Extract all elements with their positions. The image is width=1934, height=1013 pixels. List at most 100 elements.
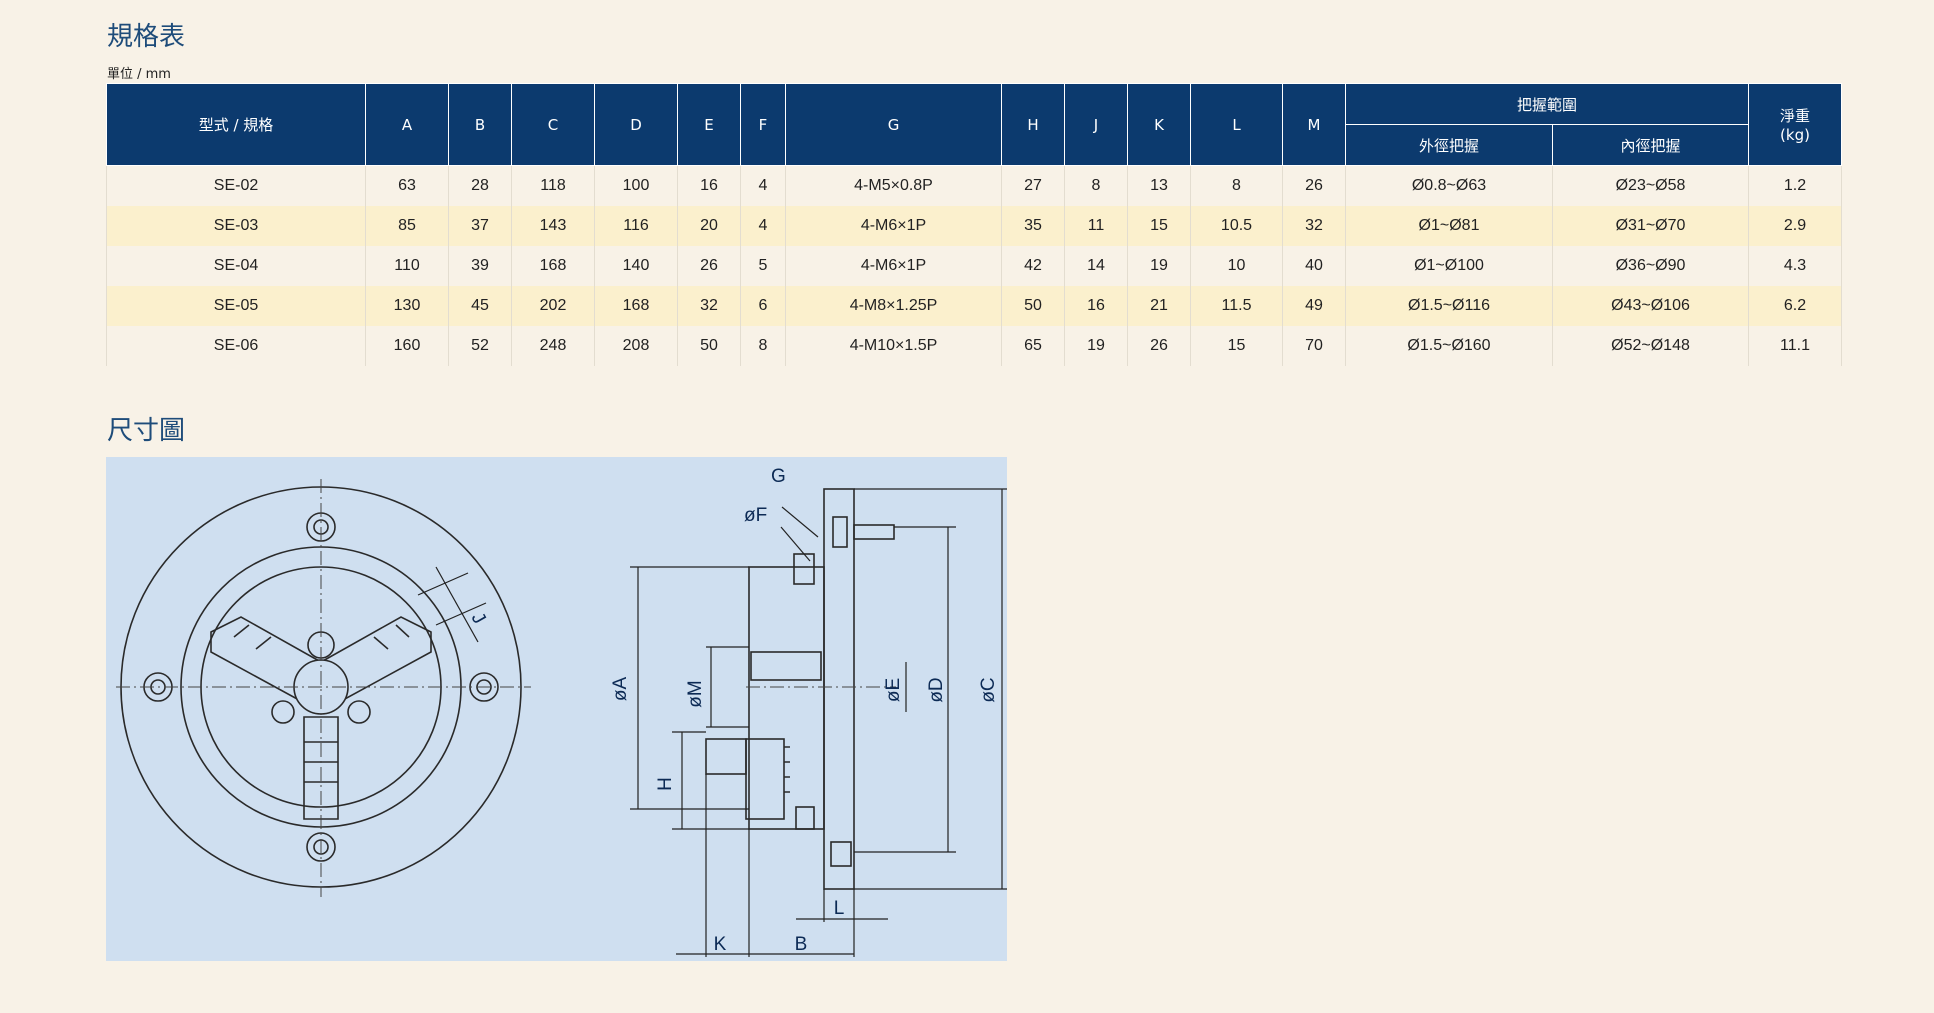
cell-B: 39	[448, 246, 512, 286]
cell-weight: 2.9	[1748, 206, 1843, 246]
cell-weight: 11.1	[1748, 326, 1843, 366]
cell-D: 140	[594, 246, 678, 286]
header-grip-range: 把握範圍	[1344, 83, 1750, 125]
cell-E: 50	[677, 326, 741, 366]
lower-bolt	[830, 841, 852, 867]
cell-A: 110	[365, 246, 449, 286]
cell-M: 26	[1282, 165, 1346, 206]
cell-H: 35	[1001, 206, 1065, 246]
label-J: J	[467, 609, 490, 628]
cell-K: 21	[1127, 286, 1191, 326]
dimension-drawing-title: 尺寸圖	[107, 416, 186, 446]
cell-B: 37	[448, 206, 512, 246]
cell-F: 8	[740, 326, 786, 366]
cell-model: SE-05	[106, 286, 366, 326]
cell-M: 32	[1282, 206, 1346, 246]
cell-C: 118	[511, 165, 595, 206]
cell-G: 4-M6×1P	[785, 206, 1002, 246]
cell-M: 49	[1282, 286, 1346, 326]
dim-J-line	[435, 566, 479, 643]
cell-outer-grip: Ø1.5~Ø116	[1345, 286, 1553, 326]
spec-table: 型式 / 規格 A B C D E F G H J K L M 把握範圍 淨重 …	[106, 83, 1843, 366]
cell-inner-grip: Ø52~Ø148	[1551, 326, 1750, 366]
cell-weight: 4.3	[1748, 246, 1843, 286]
cell-outer-grip: Ø0.8~Ø63	[1345, 165, 1553, 206]
header-outer-grip: 外徑把握	[1345, 124, 1553, 166]
cell-C: 143	[511, 206, 595, 246]
cell-outer-grip: Ø1~Ø100	[1345, 246, 1553, 286]
cell-C: 202	[511, 286, 595, 326]
cell-F: 4	[740, 206, 786, 246]
cell-F: 5	[740, 246, 786, 286]
label-A: øA	[610, 677, 631, 702]
label-B: B	[795, 934, 808, 955]
cell-D: 208	[594, 326, 678, 366]
cell-L: 15	[1190, 326, 1283, 366]
cell-K: 19	[1127, 246, 1191, 286]
dimension-drawing: J	[106, 457, 1007, 961]
cell-G: 4-M8×1.25P	[785, 286, 1002, 326]
cell-model: SE-06	[106, 326, 366, 366]
cell-D: 116	[594, 206, 678, 246]
cell-model: SE-02	[106, 165, 366, 206]
label-F: øF	[744, 505, 767, 526]
cell-A: 85	[365, 206, 449, 246]
side-jaw-bottom	[745, 738, 785, 820]
cell-H: 27	[1001, 165, 1065, 206]
cell-H: 65	[1001, 326, 1065, 366]
cell-J: 8	[1064, 165, 1128, 206]
table-row: SE-03 85 37 143 116 20 4 4-M6×1P 35 11 1…	[106, 206, 1843, 246]
label-D: øD	[926, 677, 947, 702]
dimension-lines	[630, 488, 1007, 957]
table-row: SE-02 63 28 118 100 16 4 4-M5×0.8P 27 8 …	[106, 165, 1843, 206]
header-B: B	[448, 83, 512, 166]
spec-table-title: 規格表	[107, 22, 186, 52]
header-C: C	[511, 83, 595, 166]
cell-B: 45	[448, 286, 512, 326]
back-flange	[823, 488, 855, 890]
dimension-J	[417, 566, 487, 643]
label-H: H	[655, 777, 676, 791]
header-D: D	[594, 83, 678, 166]
cell-F: 6	[740, 286, 786, 326]
cell-inner-grip: Ø36~Ø90	[1551, 246, 1750, 286]
header-J: J	[1064, 83, 1128, 166]
label-E: øE	[883, 678, 904, 702]
table-row: SE-04 110 39 168 140 26 5 4-M6×1P 42 14 …	[106, 246, 1843, 286]
cell-J: 11	[1064, 206, 1128, 246]
jaw-bottom	[303, 716, 339, 820]
side-jaw-top	[750, 651, 822, 681]
cell-H: 42	[1001, 246, 1065, 286]
cell-M: 70	[1282, 326, 1346, 366]
cell-D: 100	[594, 165, 678, 206]
cell-K: 26	[1127, 326, 1191, 366]
cell-G: 4-M5×0.8P	[785, 165, 1002, 206]
dim-J-ext1	[417, 572, 469, 596]
label-M: øM	[685, 680, 706, 707]
label-C: øC	[978, 677, 999, 702]
chuck-drawing-svg: J	[116, 466, 1007, 957]
bolt-head	[832, 516, 848, 548]
cell-C: 248	[511, 326, 595, 366]
cell-D: 168	[594, 286, 678, 326]
header-E: E	[677, 83, 741, 166]
chuck-body	[748, 566, 825, 830]
side-jaw-step	[705, 738, 747, 775]
cell-B: 52	[448, 326, 512, 366]
cell-E: 20	[677, 206, 741, 246]
dim-J-ext2	[435, 602, 487, 626]
cell-L: 11.5	[1190, 286, 1283, 326]
label-K: K	[714, 934, 727, 955]
label-G: G	[771, 466, 786, 487]
header-M: M	[1282, 83, 1346, 166]
header-G: G	[785, 83, 1002, 166]
cell-K: 15	[1127, 206, 1191, 246]
leader-F	[780, 526, 811, 562]
cell-A: 130	[365, 286, 449, 326]
pinion-plug	[793, 553, 815, 585]
jaw-serrations	[233, 624, 410, 650]
cell-M: 40	[1282, 246, 1346, 286]
header-A: A	[365, 83, 449, 166]
cell-inner-grip: Ø31~Ø70	[1551, 206, 1750, 246]
cell-L: 10.5	[1190, 206, 1283, 246]
